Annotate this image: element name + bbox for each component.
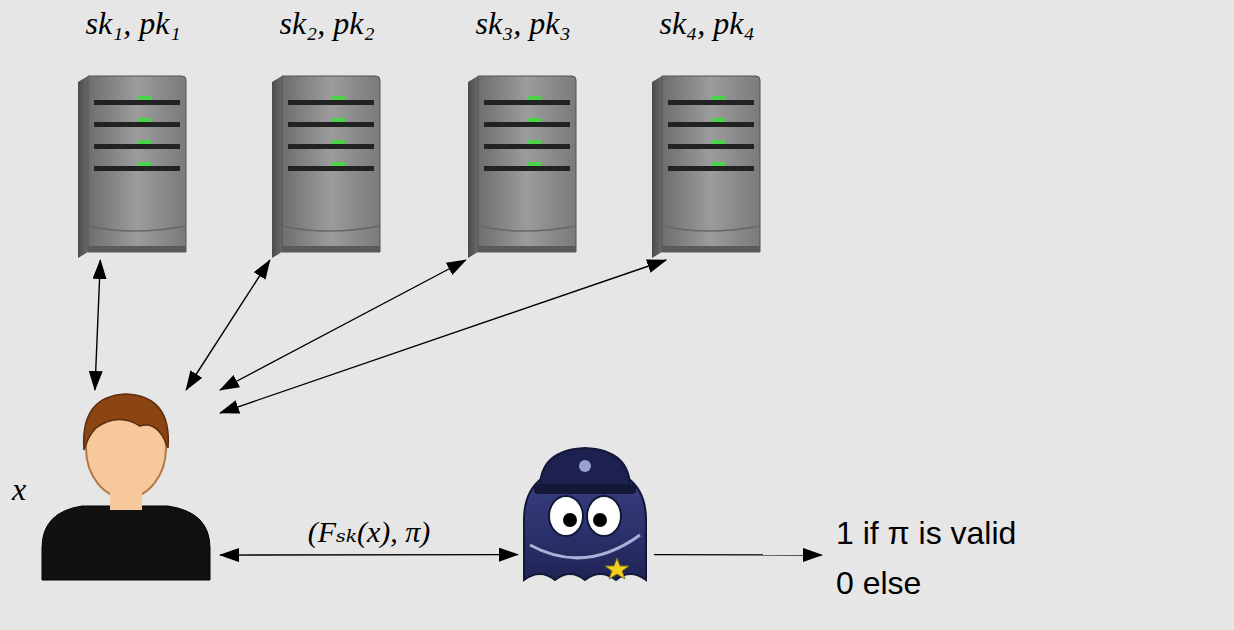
key-label: sk₂, pk₂ [259, 4, 395, 42]
server-icon [468, 76, 576, 258]
verifier-icon [524, 448, 646, 580]
key-label: sk₁, pk₁ [65, 4, 201, 42]
server-icon [272, 76, 380, 258]
user-icon [42, 394, 210, 580]
verifier-node [518, 444, 654, 584]
output-label: 0 else [822, 558, 1146, 608]
output-node: 1 if π is valid0 else [822, 508, 1146, 608]
key-label: sk₄, pk₄ [639, 4, 775, 42]
double-arrow [220, 260, 666, 413]
key-label: sk₃, pk₃ [455, 4, 591, 42]
server-icon [652, 76, 760, 258]
message-label: (Fₛₖ(x), π) [304, 515, 435, 549]
input-label: x [12, 470, 26, 508]
server-icon [78, 76, 186, 258]
double-arrow [95, 260, 100, 390]
double-arrow [220, 554, 518, 556]
server-node: sk₄, pk₄ [639, 2, 775, 260]
user-node: x [8, 390, 220, 582]
arrow [654, 554, 822, 556]
server-node: sk₃, pk₃ [455, 2, 591, 260]
output-label: 1 if π is valid [822, 508, 1146, 558]
server-node: sk₁, pk₁ [65, 2, 201, 260]
server-node: sk₂, pk₂ [259, 2, 395, 260]
